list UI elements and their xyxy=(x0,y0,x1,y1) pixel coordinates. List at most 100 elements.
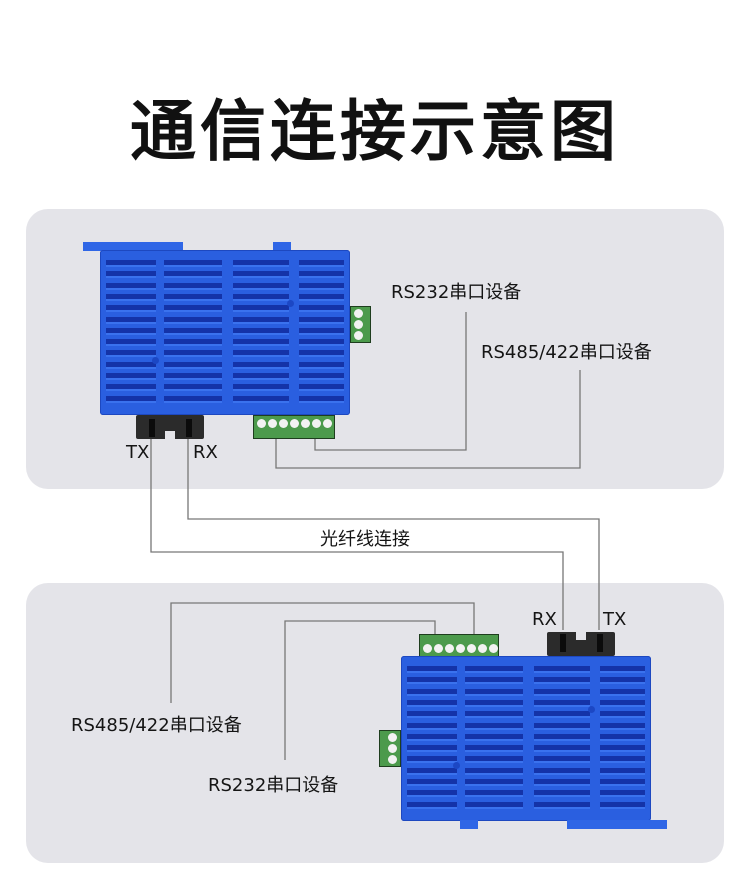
vent-slot xyxy=(407,688,457,696)
vent-slot xyxy=(600,779,645,786)
vent-slot xyxy=(534,688,590,696)
vent-column xyxy=(299,260,344,405)
vent-column xyxy=(534,666,590,811)
vent-slot xyxy=(299,293,344,301)
vent-slot xyxy=(106,395,156,403)
vent-slot xyxy=(233,293,289,301)
bottom-rx-label: RX xyxy=(532,609,557,630)
vent-slot xyxy=(600,745,645,753)
vent-slot xyxy=(465,711,523,719)
vent-slot xyxy=(164,305,222,313)
vent-slot xyxy=(407,733,457,741)
vent-slot xyxy=(233,316,289,324)
vent-slot xyxy=(465,699,523,707)
rs232-terminal-block xyxy=(379,730,401,767)
vent-slot xyxy=(407,699,457,707)
vent-slot xyxy=(106,384,156,392)
vent-slot xyxy=(600,711,645,719)
vent-slot xyxy=(164,373,222,380)
vent-slot xyxy=(534,801,590,809)
vent-slot xyxy=(164,316,222,324)
rs232-terminal-block xyxy=(350,306,371,343)
vent-column xyxy=(233,260,289,405)
vent-slot xyxy=(299,395,344,403)
din-clip xyxy=(567,820,667,829)
din-clip xyxy=(83,242,183,251)
vent-slot xyxy=(164,260,222,267)
vent-slot xyxy=(233,361,289,369)
vent-slot xyxy=(233,260,289,267)
vent-slot xyxy=(299,327,344,335)
vent-slot xyxy=(299,271,344,279)
vent-slot xyxy=(465,688,523,696)
vent-slot xyxy=(534,767,590,775)
vent-slot xyxy=(600,677,645,685)
bottom-tx-label: TX xyxy=(603,609,627,630)
fiber-connector xyxy=(136,415,204,439)
vent-slot xyxy=(534,745,590,753)
vent-slot xyxy=(106,260,156,267)
vent-slot xyxy=(299,316,344,324)
vent-slot xyxy=(465,666,523,673)
vent-slot xyxy=(534,666,590,673)
vent-slot xyxy=(233,271,289,279)
vent-slot xyxy=(465,733,523,741)
vent-slot xyxy=(233,384,289,392)
vent-slot xyxy=(407,722,457,730)
vent-slot xyxy=(164,339,222,347)
din-clip xyxy=(460,820,478,829)
screw xyxy=(287,300,294,307)
vent-slot xyxy=(407,666,457,673)
vent-slot xyxy=(106,373,156,380)
vent-column xyxy=(164,260,222,405)
top-rs485-label: RS485/422串口设备 xyxy=(481,342,652,363)
vent-slot xyxy=(299,305,344,313)
din-clip xyxy=(273,242,291,251)
device-housing xyxy=(100,250,350,415)
vent-slot xyxy=(164,293,222,301)
vent-slot xyxy=(600,801,645,809)
vent-slot xyxy=(407,779,457,786)
vent-slot xyxy=(164,282,222,290)
vent-slot xyxy=(465,790,523,798)
vent-slot xyxy=(106,305,156,313)
screw xyxy=(588,706,595,713)
vent-column xyxy=(600,666,645,811)
vent-slot xyxy=(407,790,457,798)
vent-slot xyxy=(164,395,222,403)
vent-slot xyxy=(465,779,523,786)
screw xyxy=(152,357,159,364)
vent-slot xyxy=(600,699,645,707)
vent-slot xyxy=(106,293,156,301)
vent-slot xyxy=(534,677,590,685)
vent-slot xyxy=(106,350,156,358)
vent-column xyxy=(465,666,523,811)
top-rs232-label: RS232串口设备 xyxy=(391,282,522,303)
vent-slot xyxy=(534,733,590,741)
vent-slot xyxy=(106,282,156,290)
vent-slot xyxy=(233,282,289,290)
vent-slot xyxy=(299,361,344,369)
vent-column xyxy=(106,260,156,405)
vent-slot xyxy=(233,339,289,347)
vent-slot xyxy=(407,767,457,775)
vent-slot xyxy=(465,801,523,809)
vent-slot xyxy=(164,384,222,392)
vent-slot xyxy=(233,350,289,358)
vent-slot xyxy=(233,395,289,403)
vent-slot xyxy=(233,327,289,335)
vent-slot xyxy=(164,271,222,279)
vent-slot xyxy=(233,373,289,380)
vent-slot xyxy=(600,666,645,673)
vent-slot xyxy=(534,779,590,786)
vent-slot xyxy=(106,327,156,335)
vent-slot xyxy=(407,711,457,719)
vent-slot xyxy=(299,350,344,358)
vent-slot xyxy=(465,722,523,730)
page-title: 通信连接示意图 xyxy=(130,93,620,170)
vent-slot xyxy=(600,756,645,764)
vent-slot xyxy=(534,722,590,730)
vent-slot xyxy=(299,384,344,392)
vent-slot xyxy=(164,327,222,335)
vent-slot xyxy=(407,745,457,753)
